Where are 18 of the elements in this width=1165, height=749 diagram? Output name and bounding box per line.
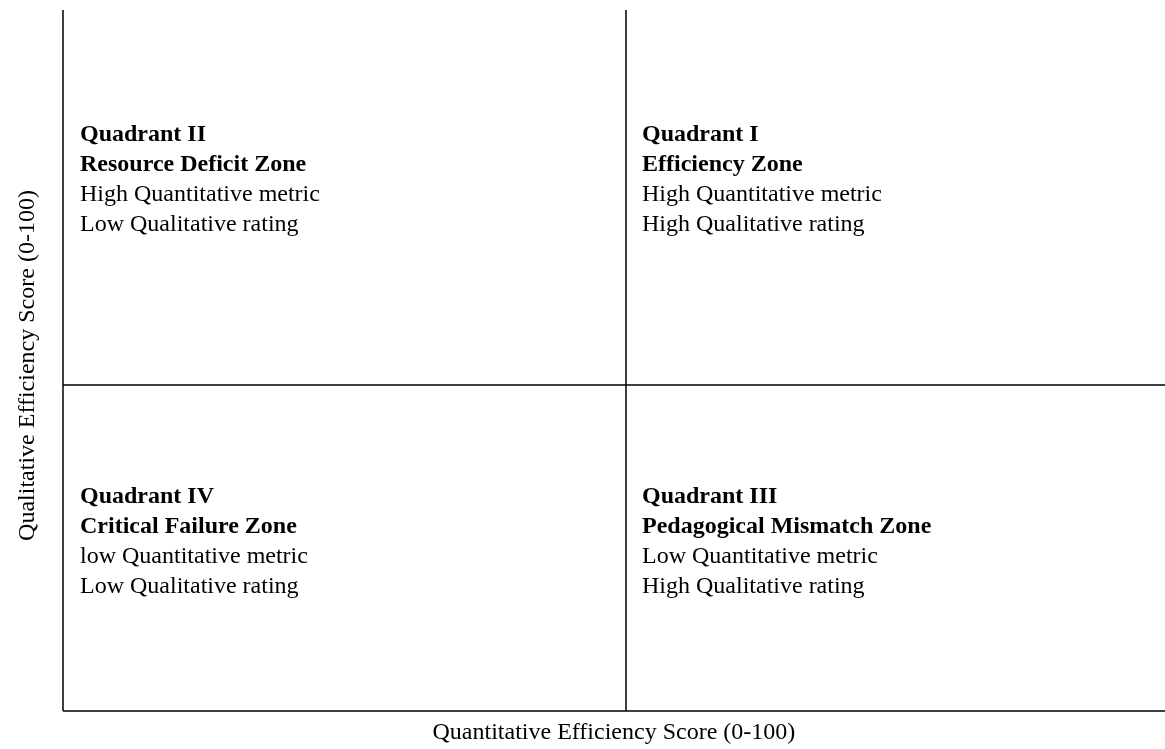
quadrant-heading: Quadrant III xyxy=(642,481,778,510)
zone-title: Efficiency Zone xyxy=(642,149,803,178)
metric-text: High Quantitative metric xyxy=(642,179,882,208)
metric-text: Low Quantitative metric xyxy=(642,541,878,570)
rating-text: High Qualitative rating xyxy=(642,209,865,238)
metric-text: High Quantitative metric xyxy=(80,179,320,208)
rating-text: Low Qualitative rating xyxy=(80,571,299,600)
zone-title: Resource Deficit Zone xyxy=(80,149,307,178)
quadrant-heading: Quadrant IV xyxy=(80,481,215,510)
metric-text: low Quantitative metric xyxy=(80,541,308,570)
axis-title: Quantitative Efficiency Score (0-100) xyxy=(432,718,796,745)
zone-title: Critical Failure Zone xyxy=(80,511,297,540)
axis-title: Qualitative Efficiency Score (0-100) xyxy=(12,189,40,541)
quadrant-heading: Quadrant I xyxy=(642,119,759,148)
rating-text: High Qualitative rating xyxy=(642,571,865,600)
quadrant-heading: Quadrant II xyxy=(80,119,207,148)
rating-text: Low Qualitative rating xyxy=(80,209,299,238)
zone-title: Pedagogical Mismatch Zone xyxy=(642,511,932,540)
